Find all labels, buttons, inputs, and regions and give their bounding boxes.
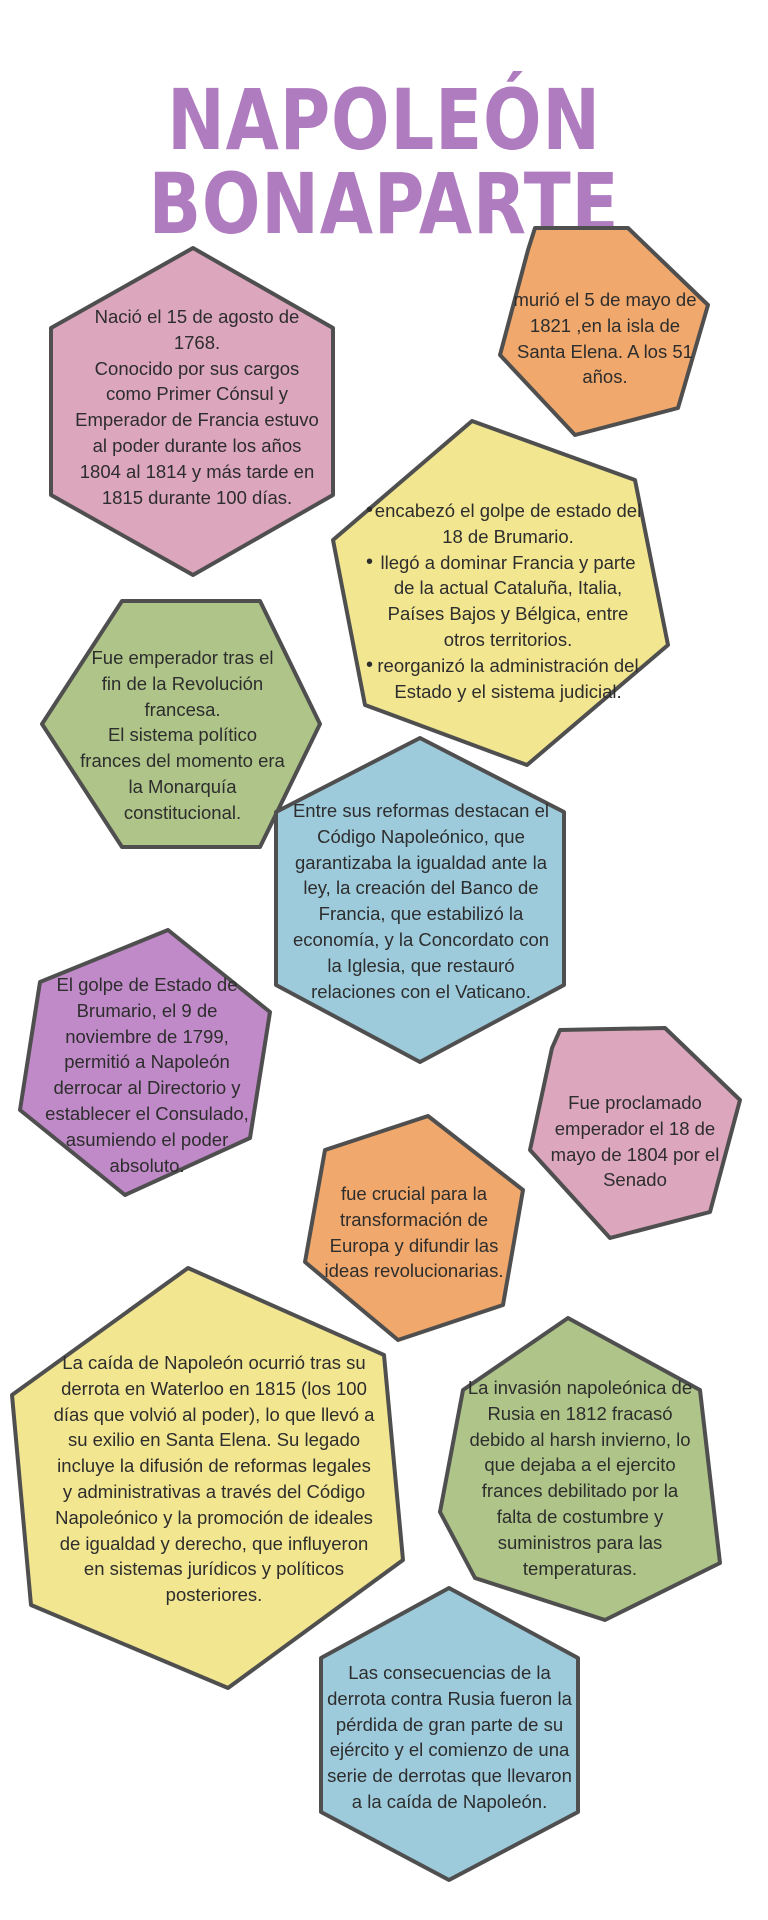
card-proclaimed: Fue proclamado emperador el 18 de mayo d… (550, 1092, 720, 1191)
hexagon-reforms (274, 736, 566, 1064)
card-fall: La caída de Napoleón ocurrió tras su der… (53, 1352, 375, 1606)
hexagon-crucial (303, 1114, 525, 1342)
card-emperor-after-revolution: Fue emperador tras el fin de la Revoluci… (80, 647, 285, 823)
card-russia-invasion: La invasión napoleónica de Rusia en 1812… (467, 1377, 693, 1579)
hexagon-russia-invasion (438, 1316, 722, 1622)
hexagon-birth (49, 246, 335, 577)
hexagon-emperor (40, 599, 322, 849)
achievement-item: llegó a dominar Francia y parte de la ac… (366, 550, 644, 653)
hexagon-death (498, 226, 710, 437)
card-birth: Nació el 15 de agosto de 1768. Conocido … (75, 306, 319, 508)
card-russia-consequences: Las consecuencias de la derrota contra R… (327, 1662, 572, 1812)
page-title: NAPOLEÓN BONAPARTE (148, 71, 620, 253)
hexagon-proclaimed (528, 1026, 742, 1240)
hexagon-russia-consequences (319, 1586, 580, 1882)
card-reforms: Entre sus reformas destacan el Código Na… (292, 800, 550, 1002)
achievement-item: reorganizó la administración del Estado … (366, 653, 644, 705)
card-crucial: fue crucial para la transformación de Eu… (324, 1183, 504, 1282)
card-brumario: El golpe de Estado de Brumario, el 9 de … (45, 974, 249, 1176)
hexagon-brumario (18, 928, 272, 1197)
achievement-item: encabezó el golpe de estado del 18 de Br… (366, 498, 644, 550)
hexagon-fall (10, 1266, 405, 1690)
card-death: murió el 5 de mayo de 1821 ,en la isla d… (513, 289, 697, 388)
card-achievements: encabezó el golpe de estado del 18 de Br… (366, 498, 644, 705)
